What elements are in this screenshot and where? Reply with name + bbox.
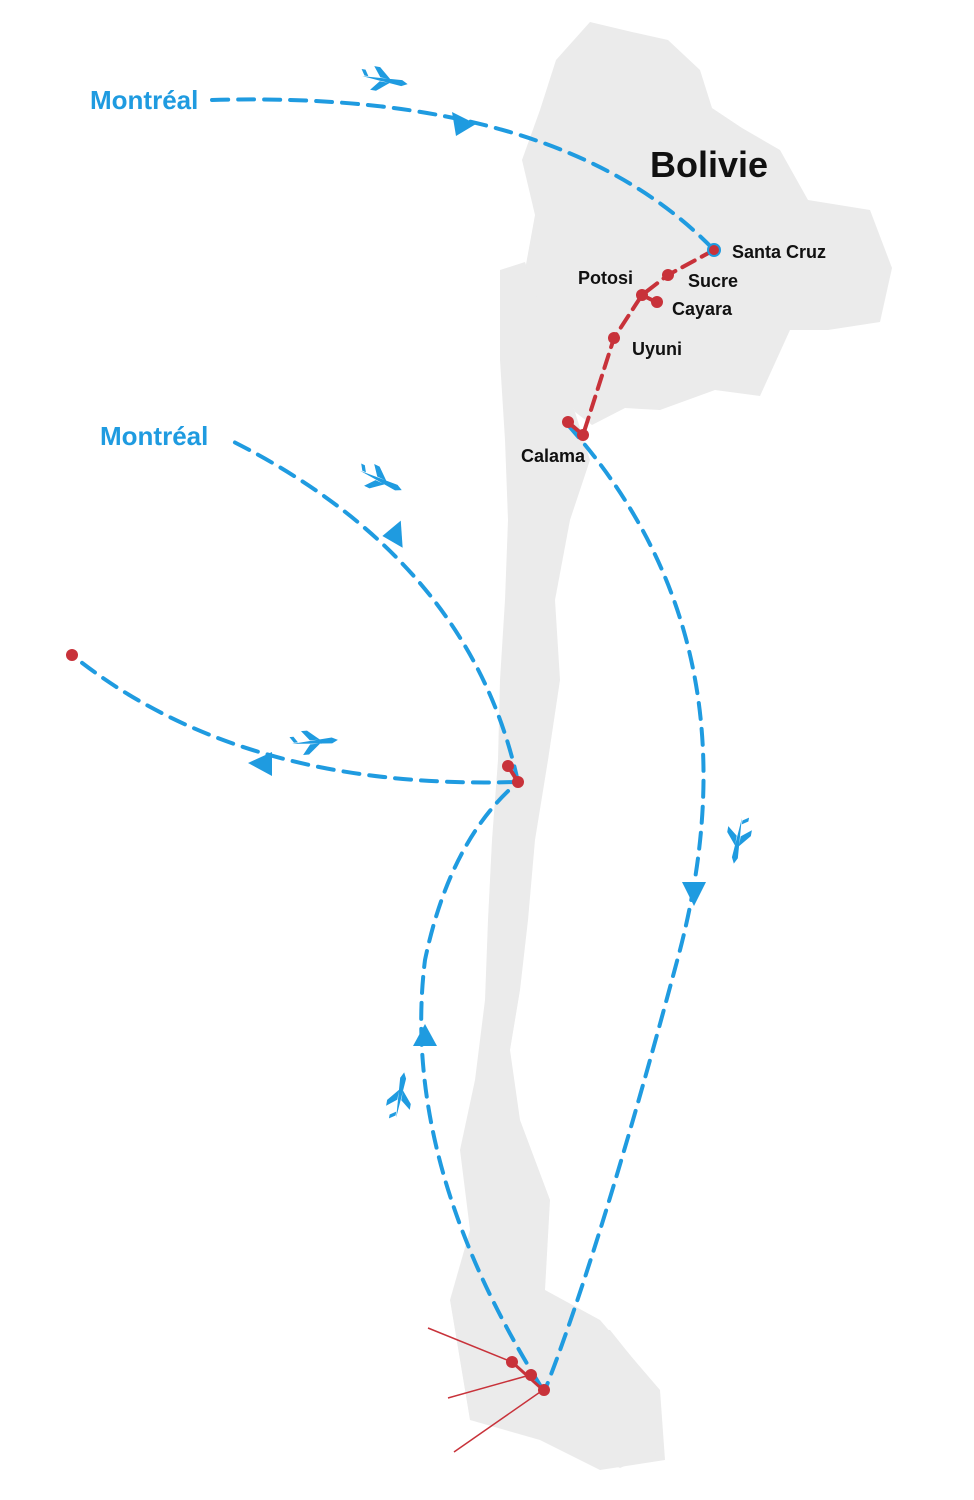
city-label-uyuni: Uyuni [632, 339, 682, 359]
flight-south-to-central [419, 780, 542, 1387]
marker-central-b [512, 776, 524, 788]
plane-icon [727, 817, 752, 864]
flight-central-to-island [70, 653, 517, 785]
origin-label-mid: Montréal [100, 421, 208, 451]
flight-routes [70, 97, 716, 1392]
origin-label-top: Montréal [90, 85, 198, 115]
stop-markers [66, 243, 721, 1396]
marker-calama-a [562, 416, 574, 428]
direction-arrow-icon [452, 112, 476, 136]
direction-arrow-icon [413, 1024, 437, 1046]
plane-icon [361, 66, 408, 91]
direction-arrow-icon [382, 520, 403, 548]
direction-arrow-icon [248, 752, 272, 776]
flight-calama-south [543, 423, 706, 1392]
city-label-sucre: Sucre [688, 271, 738, 291]
city-label-calama: Calama [521, 446, 586, 466]
flight-central-to-montreal [228, 438, 520, 784]
country-label: Bolivie [650, 144, 768, 185]
marker-santa-cruz [707, 243, 721, 257]
marker-central-a [502, 760, 514, 772]
marker-island [66, 649, 78, 661]
direction-arrow-icon [682, 882, 706, 906]
city-label-potosi: Potosi [578, 268, 633, 288]
plane-icon [360, 463, 402, 491]
marker-patagonia-a [506, 1356, 518, 1368]
marker-cayara [651, 296, 663, 308]
marker-patagonia-c [538, 1384, 550, 1396]
direction-arrows [248, 112, 706, 1046]
plane-icon [289, 730, 338, 756]
plane-icons [289, 66, 752, 1119]
ray-3 [453, 1389, 544, 1453]
labels: Montréal Montréal Bolivie Santa Cruz Suc… [90, 85, 826, 466]
ray-2 [447, 1374, 531, 1399]
city-label-santa-cruz: Santa Cruz [732, 242, 826, 262]
flight-montreal-santacruz [210, 97, 716, 252]
marker-calama-b [577, 429, 589, 441]
land-layer [450, 22, 892, 1470]
marker-patagonia-b [525, 1369, 537, 1381]
marker-uyuni [608, 332, 620, 344]
ground-bolivia-route [581, 248, 716, 437]
chile-shape [450, 262, 665, 1470]
marker-sucre [662, 269, 674, 281]
patagonia-shape [540, 1330, 662, 1468]
bolivia-shape [522, 22, 892, 425]
ray-1 [427, 1327, 513, 1363]
marker-potosi [636, 289, 648, 301]
plane-icon [386, 1072, 411, 1119]
city-label-cayara: Cayara [672, 299, 733, 319]
